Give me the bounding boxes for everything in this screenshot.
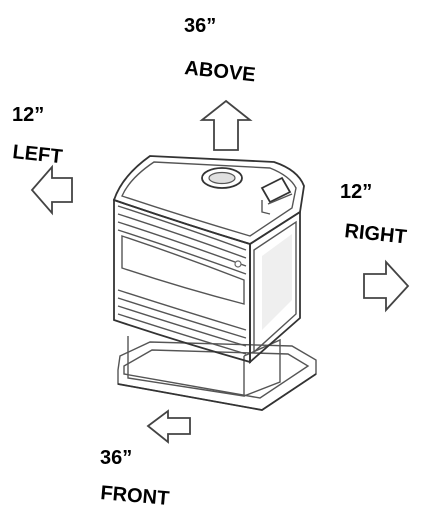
- arrow-right-icon: [363, 259, 410, 313]
- label-front: 36” FRONT: [100, 447, 171, 510]
- stove-illustration: [112, 155, 317, 411]
- label-right: 12” RIGHT: [340, 181, 408, 248]
- above-direction: ABOVE: [183, 57, 256, 86]
- left-distance: 12”: [12, 104, 44, 126]
- front-distance: 36”: [100, 447, 132, 469]
- top-vent-handle: [260, 176, 293, 215]
- arrow-left-icon: [30, 164, 73, 216]
- arrow-up-icon: [199, 99, 253, 151]
- stove-pedestal: [127, 336, 281, 397]
- right-direction: RIGHT: [343, 220, 407, 248]
- arrow-front-icon: [146, 409, 191, 444]
- label-above: 36” ABOVE: [183, 15, 256, 86]
- stove-base: [117, 341, 317, 411]
- stove-top: [112, 155, 305, 245]
- above-distance: 36”: [184, 15, 216, 37]
- left-direction: LEFT: [11, 141, 63, 168]
- stove-side-panel: [249, 210, 301, 364]
- right-distance: 12”: [340, 181, 372, 203]
- flue-collar: [201, 167, 243, 189]
- stove-front-panel: [113, 198, 251, 364]
- front-direction: FRONT: [100, 482, 171, 510]
- label-left: 12” LEFT: [11, 104, 63, 168]
